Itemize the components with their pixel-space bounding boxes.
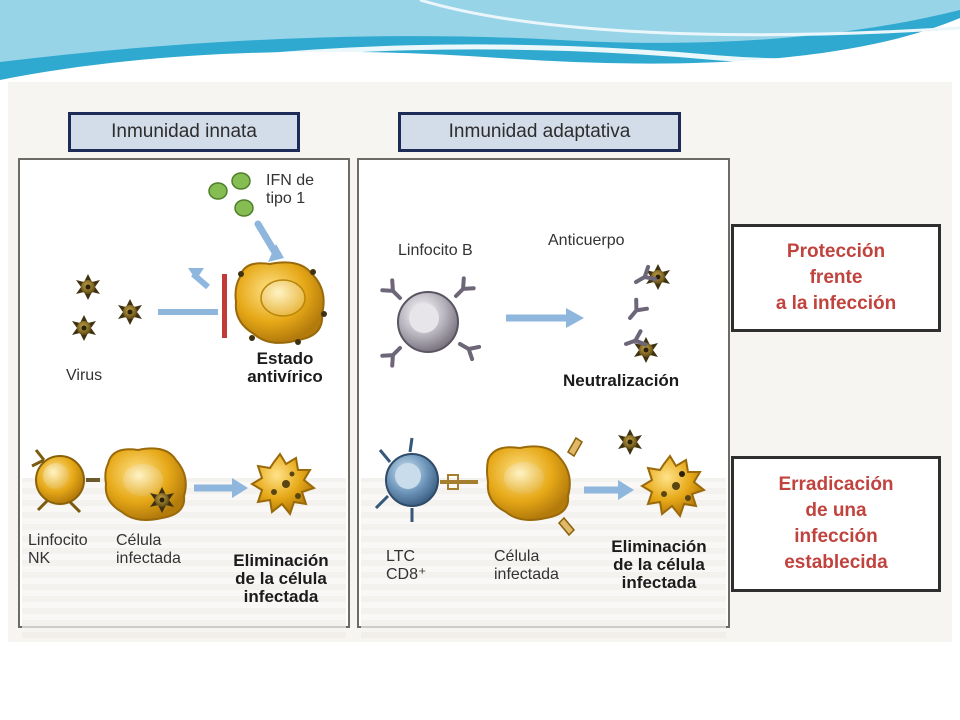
adaptive-elimination-line1: Eliminación: [611, 537, 707, 556]
nk-label-line2: NK: [28, 550, 51, 567]
nk-label-line1: Linfocito: [28, 532, 88, 549]
nk-infected-cell: [104, 447, 187, 521]
innate-elimination-line2: de la célula: [235, 569, 327, 588]
antiviral-cell: [234, 261, 327, 345]
b-cell-label: Linfocito B: [398, 242, 473, 259]
protection-line3: a la infección: [775, 293, 897, 314]
adaptive-elimination-line3: infectada: [621, 573, 697, 592]
deflect-arrow-head: [188, 268, 204, 280]
virus-icon: [76, 274, 100, 300]
diagram-illustrations: [31, 172, 707, 537]
ifn-droplet-icon: [231, 172, 251, 190]
ifn-label-line2: tipo 1: [266, 190, 306, 207]
b-cell: [382, 278, 482, 365]
antibody-icon: [622, 297, 649, 325]
eradication-line2: de una: [805, 500, 867, 521]
b-cell-arrow-head: [566, 308, 584, 328]
dying-cell: [250, 452, 317, 517]
ifn-arrow: [254, 220, 280, 258]
innate-elimination-label: Eliminación de la célula infectada: [218, 552, 344, 606]
header-innate-immunity: Inmunidad innata: [68, 112, 300, 152]
antiviral-state-label: Estado antivírico: [230, 350, 340, 386]
ltc-label: LTC CD8⁺: [386, 548, 426, 584]
adaptive-elimination-line2: de la célula: [613, 555, 705, 574]
ifn-droplet-icon: [208, 182, 228, 200]
adaptive-infected-line1: Célula: [494, 548, 540, 565]
protection-line1: Protección: [786, 241, 886, 262]
eradication-line1: Erradicación: [778, 474, 894, 495]
ifn-droplets: [208, 172, 254, 217]
eradication-line4: establecida: [784, 552, 888, 573]
banner-swoosh-thin: [419, 0, 960, 37]
nk-cell: [31, 449, 85, 514]
antibody-icon: [630, 264, 658, 291]
header-adaptive-label: Inmunidad adaptativa: [448, 121, 631, 142]
ifn-droplet-icon: [234, 199, 254, 217]
header-adaptive-immunity: Inmunidad adaptativa: [398, 112, 681, 152]
antibody-label: Anticuerpo: [548, 232, 625, 249]
header-innate-label: Inmunidad innata: [111, 121, 257, 142]
kill-arrow-head: [232, 478, 248, 498]
adaptive-infected-cell: [486, 436, 583, 537]
virus-icon: [72, 315, 96, 341]
ltc-label-line2: CD8⁺: [386, 566, 427, 583]
antiviral-state-line1: Estado: [256, 349, 314, 368]
adaptive-dying-cell: [640, 454, 707, 519]
decorative-banner: [0, 0, 960, 81]
block-bar: [222, 274, 227, 338]
virus-group-left: [72, 274, 142, 341]
adaptive-elimination-label: Eliminación de la célula infectada: [596, 538, 722, 592]
ifn-label: IFN de tipo 1: [266, 172, 314, 208]
outcome-eradication-box: Erradicación de una infección establecid…: [731, 456, 941, 592]
innate-elimination-line1: Eliminación: [233, 551, 329, 570]
banner-swoosh: [89, 37, 960, 81]
eradication-line3: infección: [794, 526, 878, 547]
virus-label: Virus: [66, 367, 103, 384]
neutralization-label: Neutralización: [563, 371, 680, 390]
immunity-figure: Inmunidad innata Inmunidad adaptativa: [8, 82, 952, 642]
innate-infected-line1: Célula: [116, 532, 162, 549]
protection-line2: frente: [809, 267, 863, 288]
ltc-label-line1: LTC: [386, 548, 416, 565]
ltc-cell: [374, 437, 439, 522]
innate-infected-line2: infectada: [116, 550, 181, 567]
virus-icon: [118, 299, 142, 325]
innate-infected-label: Célula infectada: [116, 532, 181, 568]
antibody-virus-complex: [621, 264, 670, 363]
ltc-kill-arrow-head: [618, 480, 634, 500]
nk-label: Linfocito NK: [28, 532, 88, 568]
ifn-label-line1: IFN de: [266, 172, 315, 189]
adaptive-infected-line2: infectada: [494, 566, 559, 583]
adaptive-infected-label: Célula infectada: [494, 548, 559, 584]
tcr-receptor: [447, 474, 459, 490]
ifn-arrow-head: [268, 244, 284, 262]
antiviral-state-line2: antivírico: [247, 367, 323, 386]
virus-icon: [618, 429, 642, 455]
banner-wave-light: [0, 0, 960, 62]
outcome-protection-box: Protección frente a la infección: [731, 224, 941, 332]
innate-elimination-line3: infectada: [243, 587, 319, 606]
